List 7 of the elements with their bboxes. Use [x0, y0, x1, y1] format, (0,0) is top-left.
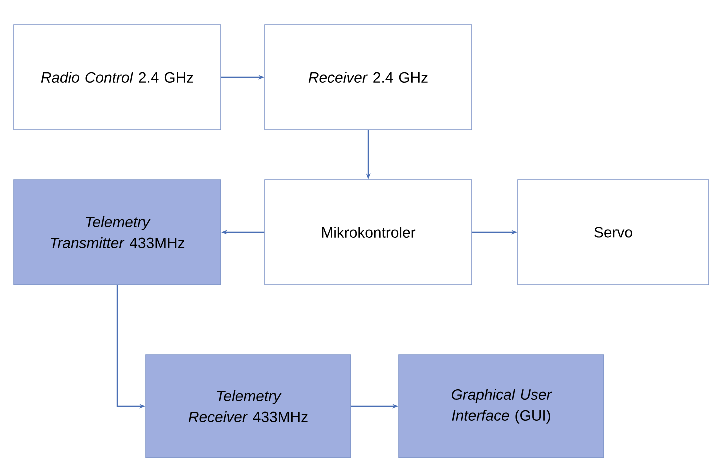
process-box: Mikrokontroler	[264, 180, 472, 286]
process-box: Servo	[518, 180, 710, 286]
telemetry-box: Telemetry Receiver 433MHz	[146, 354, 352, 458]
telemetry-box: Telemetry Transmitter 433MHz	[14, 180, 222, 286]
process-box: Receiver 2.4 GHz	[264, 24, 472, 130]
telemetry-box: Graphical User Interface (GUI)	[398, 354, 604, 458]
process-box: Radio Control 2.4 GHz	[14, 24, 222, 130]
